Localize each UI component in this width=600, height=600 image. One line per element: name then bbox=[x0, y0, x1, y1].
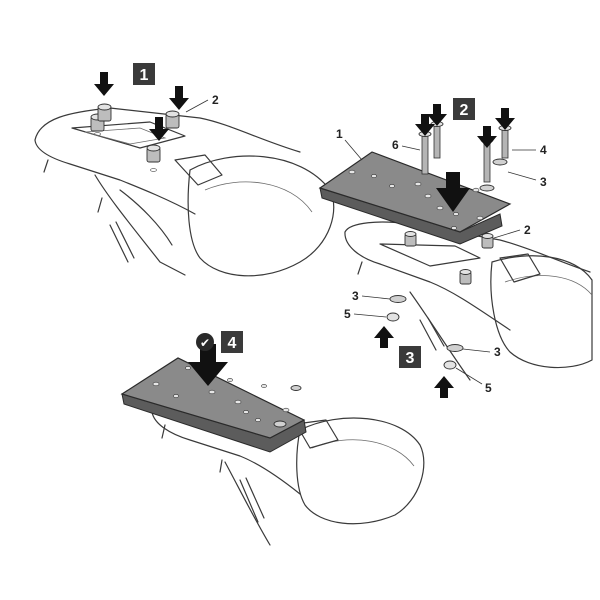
bolt-short-right bbox=[498, 125, 512, 159]
part-label-washer-3b: 3 bbox=[494, 345, 501, 359]
step1-spacer-front bbox=[146, 144, 161, 172]
part-label-spacer-2: 2 bbox=[524, 223, 531, 237]
bolt-long-left bbox=[418, 131, 432, 175]
svg-text:2: 2 bbox=[460, 102, 469, 119]
arrow-up-icon bbox=[374, 326, 394, 348]
step1-illustration bbox=[34, 107, 335, 277]
part-label-nut-5b: 5 bbox=[485, 381, 492, 395]
part-label-nut-5a: 5 bbox=[344, 307, 351, 321]
svg-text:3: 3 bbox=[406, 350, 415, 367]
arrow-up-icon bbox=[434, 376, 454, 398]
rack-plate-installed bbox=[120, 357, 307, 453]
part-label-spacer: 2 bbox=[212, 93, 219, 107]
step-badge-2: 2 bbox=[453, 98, 475, 120]
step-badge-1: 1 bbox=[133, 63, 155, 85]
rack-plate bbox=[318, 151, 512, 245]
part-label-bolt: 6 bbox=[392, 138, 399, 152]
nut-lower-right bbox=[443, 360, 457, 370]
step2-spacer-lower bbox=[459, 269, 472, 285]
step2-spacer-left bbox=[404, 231, 417, 247]
nut-lower-left bbox=[386, 312, 400, 322]
washer-top-right bbox=[479, 184, 495, 192]
step-badge-3: 3 bbox=[399, 346, 421, 368]
arrow-down-icon bbox=[477, 126, 497, 148]
part-label-plate: 1 bbox=[336, 127, 343, 141]
step2-spacer-right bbox=[481, 233, 494, 249]
washer-top-far bbox=[492, 158, 508, 166]
washer-lower-right bbox=[446, 344, 464, 352]
step1-spacer-right bbox=[165, 110, 180, 129]
svg-text:1: 1 bbox=[140, 67, 149, 84]
washer-lower-left bbox=[389, 295, 407, 303]
arrow-down-icon bbox=[415, 114, 435, 136]
arrow-down-icon bbox=[94, 72, 114, 96]
part-label-washer-3a: 3 bbox=[352, 289, 359, 303]
step2-frame-illustration bbox=[344, 221, 593, 381]
arrow-down-icon bbox=[169, 86, 189, 110]
svg-text:4: 4 bbox=[228, 335, 237, 352]
step1-spacer-middle bbox=[97, 103, 112, 122]
step-badge-4: 4 bbox=[221, 331, 243, 353]
svg-text:✔: ✔ bbox=[200, 336, 210, 350]
bolt-long-mid bbox=[430, 121, 444, 159]
arrow-down-large-icon bbox=[188, 344, 228, 386]
arrow-down-icon bbox=[149, 117, 169, 141]
arrow-down-icon bbox=[427, 104, 447, 126]
part-label-washer: 3 bbox=[540, 175, 547, 189]
arrow-down-large-icon bbox=[436, 172, 470, 212]
check-icon: ✔ bbox=[196, 333, 214, 351]
arrow-down-icon bbox=[495, 108, 515, 130]
part-label-bolt-short: 4 bbox=[540, 143, 547, 157]
